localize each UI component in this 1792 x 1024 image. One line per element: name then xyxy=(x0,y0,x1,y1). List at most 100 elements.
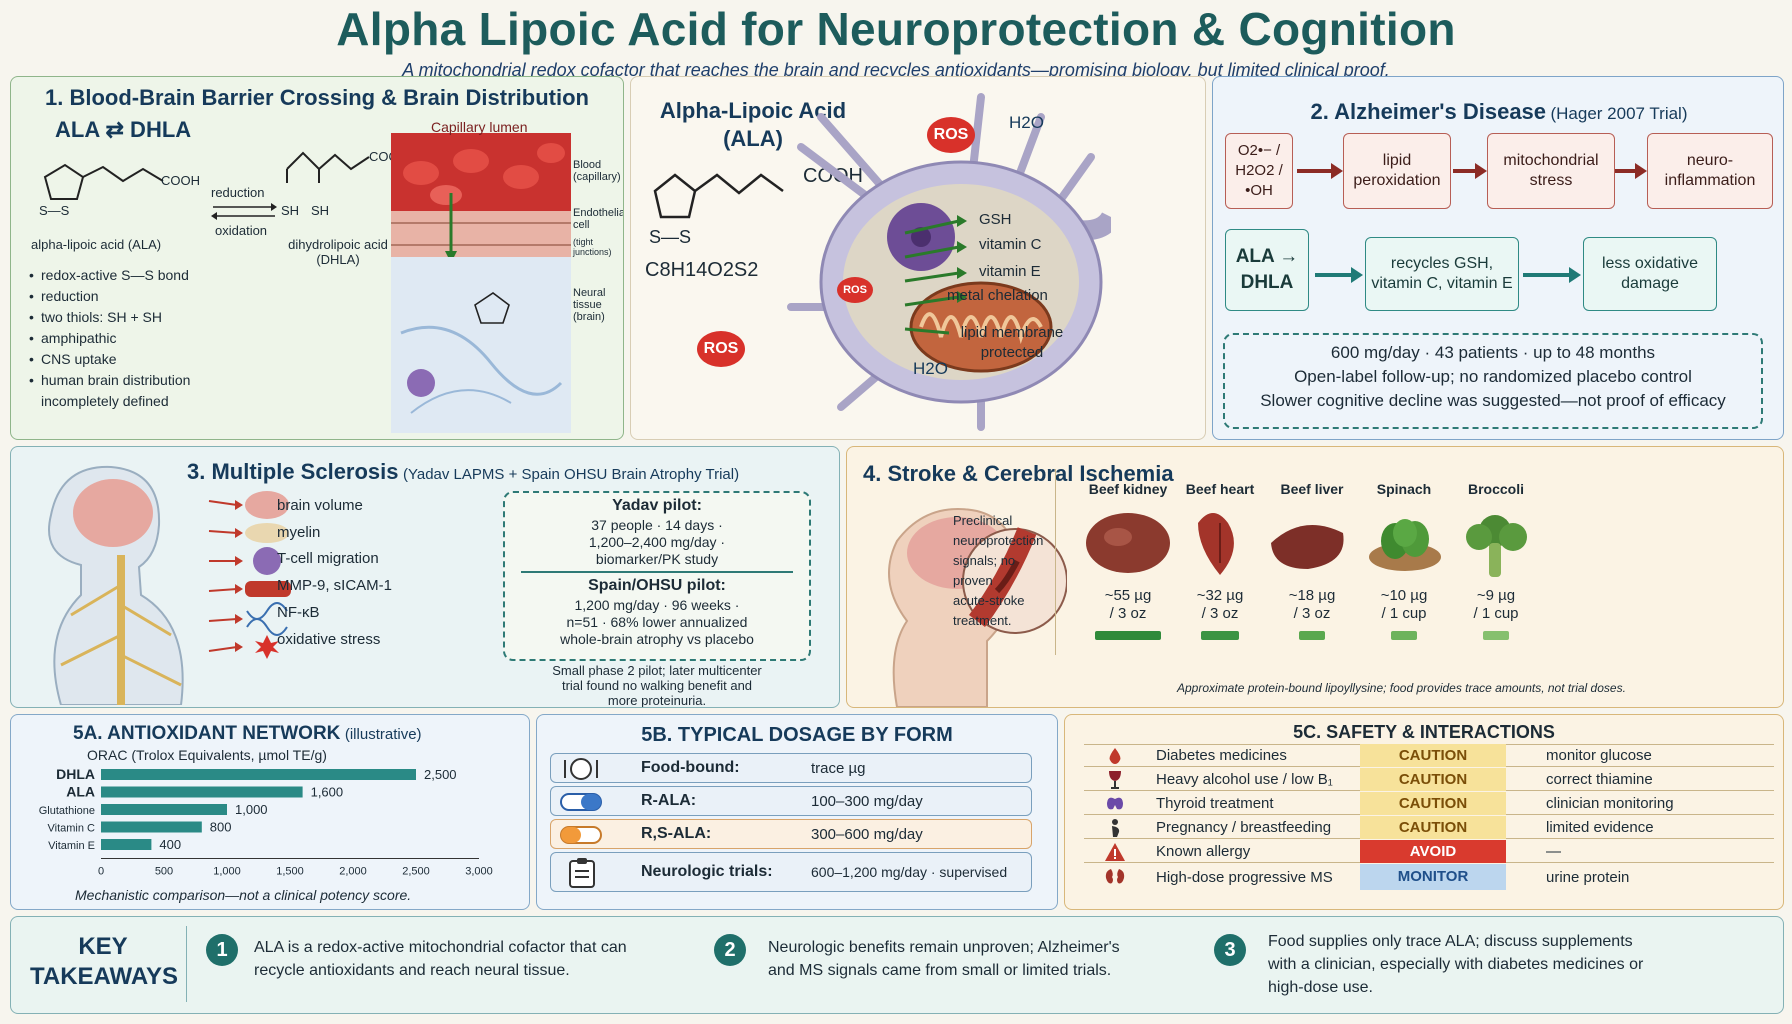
orange-capsule-icon xyxy=(560,826,602,844)
food-name-beef-heart: Beef heart xyxy=(1185,481,1255,497)
chart-title: 5A. ANTIOXIDANT NETWORK xyxy=(73,723,341,744)
safety-note: correct thiamine xyxy=(1546,771,1653,788)
dose-form-label: R-ALA: xyxy=(641,792,697,809)
bbb-bullet: human brain distribution incompletely de… xyxy=(29,370,209,412)
blood-label: Blood (capillary) xyxy=(573,159,621,183)
safety-title: 5C. SAFETY & INTERACTIONS xyxy=(1293,722,1555,742)
ala-dhla-equilibrium: ALA ⇄ DHLA xyxy=(55,117,192,142)
ros-burst-mitochondria: ROS xyxy=(837,277,873,303)
page-title: Alpha Lipoic Acid for Neuroprotection & … xyxy=(336,3,1456,55)
safety-item: Diabetes medicines xyxy=(1156,747,1287,764)
food-amount-beef-liver: ~18 µg/ 3 oz xyxy=(1257,587,1367,623)
ala-structure xyxy=(43,163,164,200)
chart-bar xyxy=(101,786,303,798)
spain-line3: whole-brain atrophy vs placebo xyxy=(560,631,754,647)
warning-icon xyxy=(1105,843,1125,861)
chart-value-label: 1,600 xyxy=(311,785,344,800)
food-amount-unit: / 3 oz xyxy=(1109,605,1147,622)
thyroid-icon xyxy=(1107,797,1123,810)
food-amount-spinach: ~10 µg/ 1 cup xyxy=(1349,587,1459,623)
safety-item: Heavy alcohol use / low B₁ xyxy=(1156,771,1333,788)
neural-tissue-label: Neural tissue (brain) xyxy=(573,287,606,323)
clipboard-icon xyxy=(569,858,595,888)
output-vitamin-c: vitamin C xyxy=(979,236,1042,253)
bbb-bullet: redox-active S—S bond xyxy=(29,265,209,286)
safety-level-avoid: AVOID xyxy=(1360,840,1506,863)
output-arrows xyxy=(904,215,967,335)
dose-value: 100–300 mg/day xyxy=(811,793,923,810)
food-amount-unit: / 3 oz xyxy=(1201,605,1239,622)
safety-level-caution: CAUTION xyxy=(1360,768,1506,791)
hager-trial-box xyxy=(1223,333,1763,429)
blue-capsule-icon xyxy=(560,793,602,811)
dhla-structure xyxy=(286,151,370,183)
food-name-beef-liver: Beef liver xyxy=(1280,481,1344,497)
plate-icon xyxy=(564,758,598,780)
dose-form-label: Food-bound: xyxy=(641,759,740,776)
food-amount-unit: / 3 oz xyxy=(1293,605,1331,622)
takeaway-text: Neurologic benefits remain unproven; Alz… xyxy=(768,939,1120,979)
key-takeaways-panel xyxy=(10,916,1784,1014)
alzheimers-trial-note: (Hager 2007 Trial) xyxy=(1550,104,1688,123)
safety-note: clinician monitoring xyxy=(1546,795,1674,812)
food-amount-unit: / 1 cup xyxy=(1473,605,1519,622)
chart-tick-label: 500 xyxy=(155,866,173,878)
safety-row-thyroid: Thyroid treatment CAUTION clinician moni… xyxy=(1084,792,1774,815)
food-amount-value: ~10 µg xyxy=(1380,587,1428,604)
chart-category-label: Vitamin C xyxy=(48,823,96,835)
bbb-panel: 1. Blood-Brain Barrier Crossing & Brain … xyxy=(10,76,624,440)
dose-row-r-ala: R-ALA: 100–300 mg/day xyxy=(550,786,1032,816)
blood-drop-icon xyxy=(1109,748,1121,764)
ms-trial-note: (Yadav LAPMS + Spain OHSU Brain Atrophy … xyxy=(402,466,740,483)
dhla-sh1: SH xyxy=(281,203,300,218)
food-amount-value: ~32 µg xyxy=(1196,587,1244,604)
antioxidant-chart-panel: 5A. ANTIOXIDANT NETWORK (illustrative) O… xyxy=(10,714,530,910)
chart-title-note: (illustrative) xyxy=(344,726,422,743)
dose-value: trace µg xyxy=(811,760,866,777)
yadav-line1: 37 people · 14 days · xyxy=(591,517,723,533)
chart-value-label: 1,000 xyxy=(235,802,268,817)
ms-item-icons xyxy=(208,491,291,659)
food-amount-value: ~55 µg xyxy=(1104,587,1152,604)
chart-category-label: DHLA xyxy=(56,766,95,782)
safety-row-diabetes: Diabetes medicines CAUTION monitor gluco… xyxy=(1084,744,1774,767)
food-name-beef-kidney: Beef kidney xyxy=(1088,481,1168,497)
ms-note-line3: more proteinuria. xyxy=(607,693,707,708)
chart-category-label: Vitamin E xyxy=(48,840,95,852)
ms-item-mmp9: MMP-9, sICAM-1 xyxy=(277,577,393,594)
ms-item-oxidative-stress: oxidative stress xyxy=(277,631,381,648)
safety-row-alcohol: Heavy alcohol use / low B₁ CAUTION corre… xyxy=(1084,768,1774,791)
safety-item: Known allergy xyxy=(1156,843,1251,860)
ad-row1-arrows xyxy=(1297,163,1647,179)
chart-tick-label: 2,000 xyxy=(339,866,367,878)
output-lipid-membrane: lipid membrane protected xyxy=(960,324,1064,361)
ms-item-nfkb: NF-κB xyxy=(277,604,320,621)
stroke-text: Preclinical neuroprotection signals; no … xyxy=(953,511,1053,631)
center-panel: Alpha-Lipoic Acid (ALA) COOH S—S C8H14O2… xyxy=(630,76,1206,440)
takeaway-text: ALA is a redox-active mitochondrial cofa… xyxy=(254,939,627,979)
safety-note: — xyxy=(1546,843,1561,860)
chart-category-label: Glutathione xyxy=(39,805,95,817)
safety-note: limited evidence xyxy=(1546,819,1654,836)
stroke-title: 4. Stroke & Cerebral Ischemia xyxy=(863,461,1174,486)
dose-row-rs-ala: R,S-ALA: 300–600 mg/day xyxy=(550,819,1032,849)
kidney-icon xyxy=(1105,869,1125,884)
chart-caption: Mechanistic comparison—not a clinical po… xyxy=(75,887,412,903)
h2o-bottom: H2O xyxy=(913,359,948,378)
chart-title-row: 5A. ANTIOXIDANT NETWORK (illustrative) xyxy=(73,723,422,745)
ros-burst-left: ROS xyxy=(697,331,745,367)
food-amount-broccoli: ~9 µg/ 1 cup xyxy=(1441,587,1551,623)
mitochondrial-stress-box: mitochondrial stress xyxy=(1487,133,1615,209)
food-amount-beef-kidney: ~55 µg/ 3 oz xyxy=(1073,587,1183,623)
food-illustrations xyxy=(1086,513,1527,577)
chart-value-label: 400 xyxy=(159,837,181,852)
dose-form-label: R,S-ALA: xyxy=(641,825,712,842)
ms-title: 3. Multiple Sclerosis xyxy=(187,459,399,484)
chart-bar xyxy=(101,804,227,815)
page-subtitle: A mitochondrial redox cofactor that reac… xyxy=(402,60,1390,80)
center-ss: S—S xyxy=(649,227,692,247)
chart-tick-label: 2,500 xyxy=(402,866,430,878)
takeaway-number: 3 xyxy=(1214,934,1246,966)
chart-bar xyxy=(101,769,416,780)
takeaways-divider xyxy=(186,926,187,1002)
